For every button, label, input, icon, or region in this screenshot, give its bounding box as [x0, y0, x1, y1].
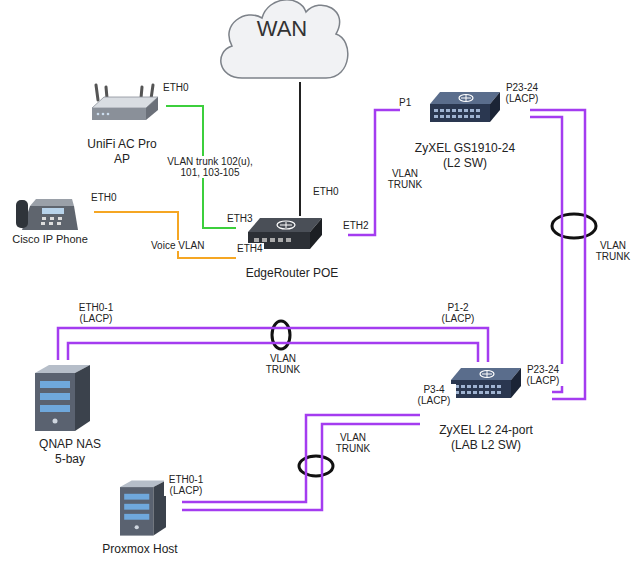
device-name: QNAP NAS 5-bay: [35, 437, 105, 468]
port-label: ETH2: [342, 220, 370, 231]
device-name: UniFi AC Pro AP: [82, 137, 162, 168]
link-line: [94, 212, 236, 258]
link-line: [530, 110, 585, 399]
link-label: VLAN TRUNK: [592, 240, 634, 262]
link-line: [182, 424, 420, 510]
port-label: ETH3: [226, 213, 254, 224]
link-label: Voice VLAN: [150, 240, 205, 251]
port-label: ETH0-1 (LACP): [74, 302, 118, 324]
server-icon: [120, 480, 166, 535]
device-name: ZyXEL GS1910-24 (L2 SW): [410, 141, 520, 172]
network-link: [300, 82, 301, 216]
access-point-node: UniFi AC Pro AP: [78, 82, 166, 168]
cloud-node: WAN: [212, 0, 352, 82]
network-link: [182, 415, 420, 510]
port-label: P23-24 (LACP): [500, 82, 544, 104]
network-link: [94, 212, 236, 258]
switch-icon: [430, 92, 500, 122]
lacp-bundle-mark: [299, 456, 333, 476]
phone-icon: [16, 199, 78, 230]
server-icon: [35, 365, 90, 431]
link-line: [299, 82, 301, 216]
nas-node: QNAP NAS 5-bay: [20, 360, 120, 468]
port-label: ETH0: [312, 186, 340, 197]
port-label: P23-24 (LACP): [521, 364, 565, 386]
port-label: ETH0-1 (LACP): [164, 474, 208, 496]
device-name: WAN: [257, 16, 308, 44]
switch-icon: [451, 368, 521, 398]
lacp-bundle-mark: [552, 214, 596, 238]
link-label: VLAN trunk 102(u), 101, 103-105: [163, 156, 257, 178]
port-label: P1: [398, 97, 412, 108]
access-point-icon: [92, 85, 158, 120]
lacp-bundle-mark: [272, 321, 290, 349]
port-label: P3-4 (LACP): [412, 384, 456, 406]
device-name: ZyXEL L2 24-port (LAB L2 SW): [429, 423, 544, 454]
port-label: ETH0: [162, 82, 190, 93]
network-link: [530, 110, 585, 399]
port-label: P1-2 (LACP): [436, 302, 480, 324]
link-line: [530, 117, 562, 392]
link-label: VLAN TRUNK: [384, 168, 426, 190]
device-name: Proxmox Host: [102, 542, 177, 558]
link-label: VLAN TRUNK: [332, 432, 374, 454]
device-name: Cisco IP Phone: [12, 233, 88, 248]
port-label: ETH4: [236, 243, 264, 254]
device-name: EdgeRouter POE: [246, 266, 339, 282]
link-label: VLAN TRUNK: [262, 353, 304, 375]
ip-phone-node: Cisco IP Phone: [6, 192, 94, 248]
port-label: ETH0: [90, 192, 118, 203]
link-line: [182, 415, 420, 502]
